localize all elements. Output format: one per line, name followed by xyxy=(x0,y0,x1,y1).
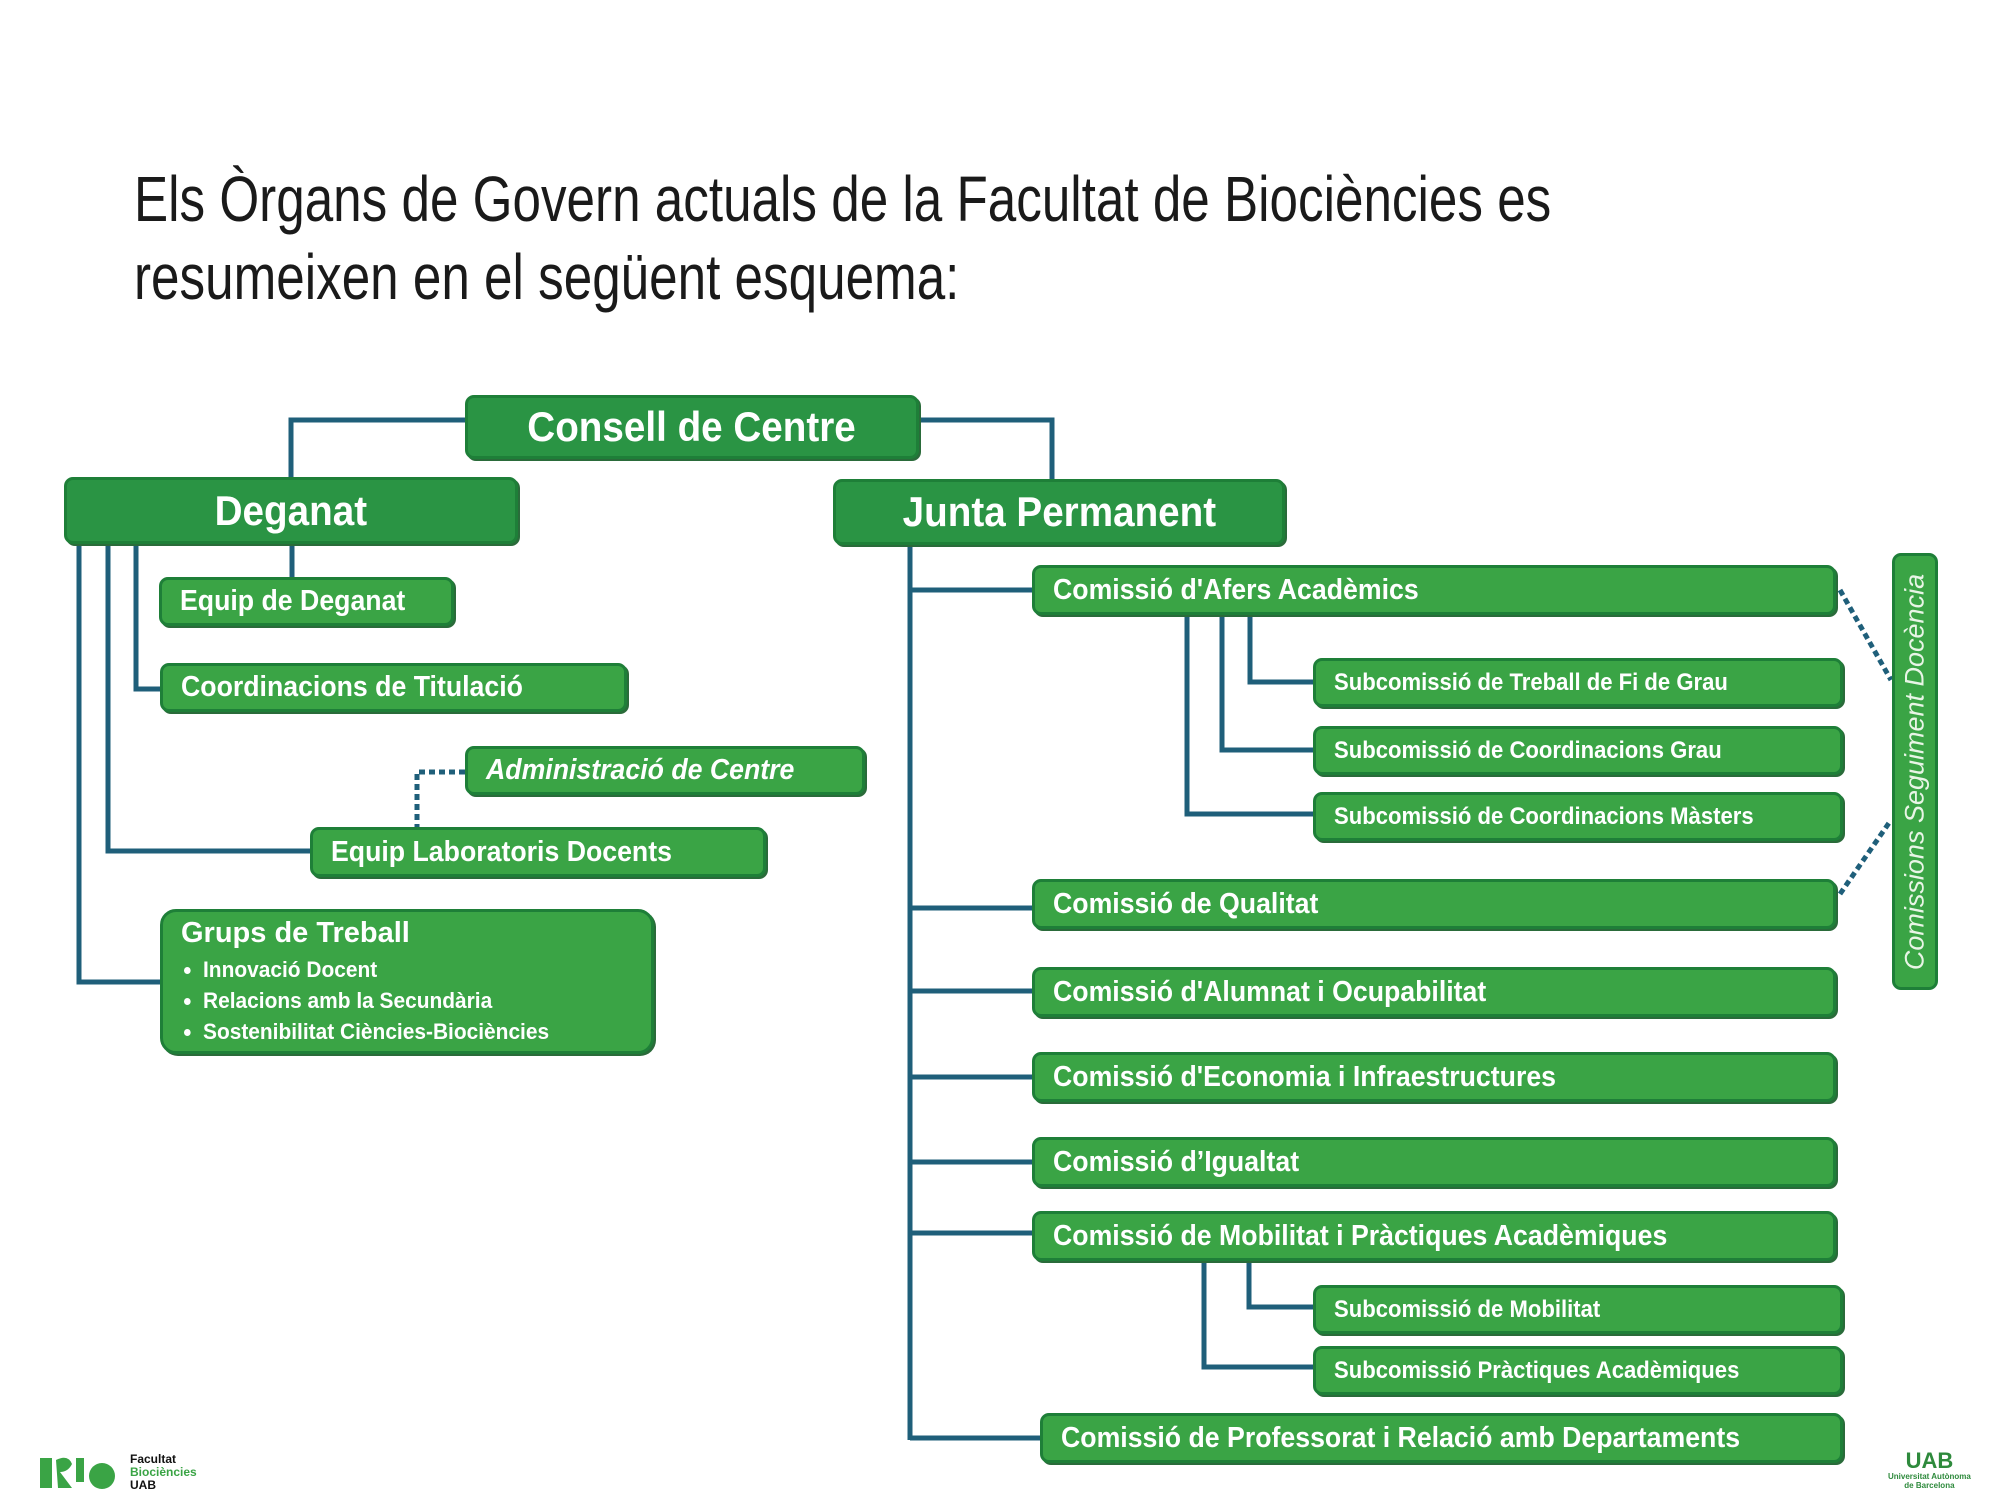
equip-laboratoris-box: Equip Laboratoris Docents xyxy=(310,827,766,877)
list-item: Sostenibilitat Ciències-Biociències xyxy=(203,1016,549,1047)
comissio-alumnat-box: Comissió d'Alumnat i Ocupabilitat xyxy=(1032,967,1836,1017)
comissio-economia-box: Comissió d'Economia i Infraestructures xyxy=(1032,1052,1836,1102)
subcomissio-coord-grau-box: Subcomissió de Coordinacions Grau xyxy=(1313,726,1843,775)
junta-permanent-box: Junta Permanent xyxy=(833,479,1285,545)
bio-logo-icon xyxy=(40,1457,115,1489)
subcomissio-practiques-box: Subcomissió Pràctiques Acadèmiques xyxy=(1313,1346,1843,1395)
grups-treball-box: Grups de Treball Innovació Docent Relaci… xyxy=(160,909,654,1054)
comissio-igualtat-box: Comissió d’Igualtat xyxy=(1032,1137,1836,1187)
deganat-box: Deganat xyxy=(64,477,518,544)
comissions-seguiment-box: Comissions Seguiment Docència xyxy=(1892,553,1938,990)
coordinacions-titulacio-box: Coordinacions de Titulació xyxy=(160,663,627,712)
consell-de-centre-box: Consell de Centre xyxy=(465,395,919,459)
subcomissio-mobilitat-box: Subcomissió de Mobilitat xyxy=(1313,1285,1843,1334)
comissio-afers-box: Comissió d'Afers Acadèmics xyxy=(1032,565,1836,615)
uab-logo: UAB Universitat Autònoma de Barcelona xyxy=(1888,1448,1971,1491)
administracio-centre-box: Administració de Centre xyxy=(465,746,865,795)
subcomissio-coord-masters-box: Subcomissió de Coordinacions Màsters xyxy=(1313,792,1843,841)
grups-treball-title: Grups de Treball xyxy=(181,916,410,949)
equip-deganat-box: Equip de Deganat xyxy=(159,577,454,626)
grups-treball-list: Innovació Docent Relacions amb la Secund… xyxy=(181,954,567,1047)
list-item: Innovació Docent xyxy=(203,954,549,985)
comissio-qualitat-box: Comissió de Qualitat xyxy=(1032,879,1836,929)
comissio-mobilitat-box: Comissió de Mobilitat i Pràctiques Acadè… xyxy=(1032,1211,1836,1261)
subcomissio-tfg-box: Subcomissió de Treball de Fi de Grau xyxy=(1313,658,1843,707)
slide-title: Els Òrgans de Govern actuals de la Facul… xyxy=(134,163,1552,313)
comissio-professorat-box: Comissió de Professorat i Relació amb De… xyxy=(1040,1413,1843,1463)
list-item: Relacions amb la Secundària xyxy=(203,985,549,1016)
